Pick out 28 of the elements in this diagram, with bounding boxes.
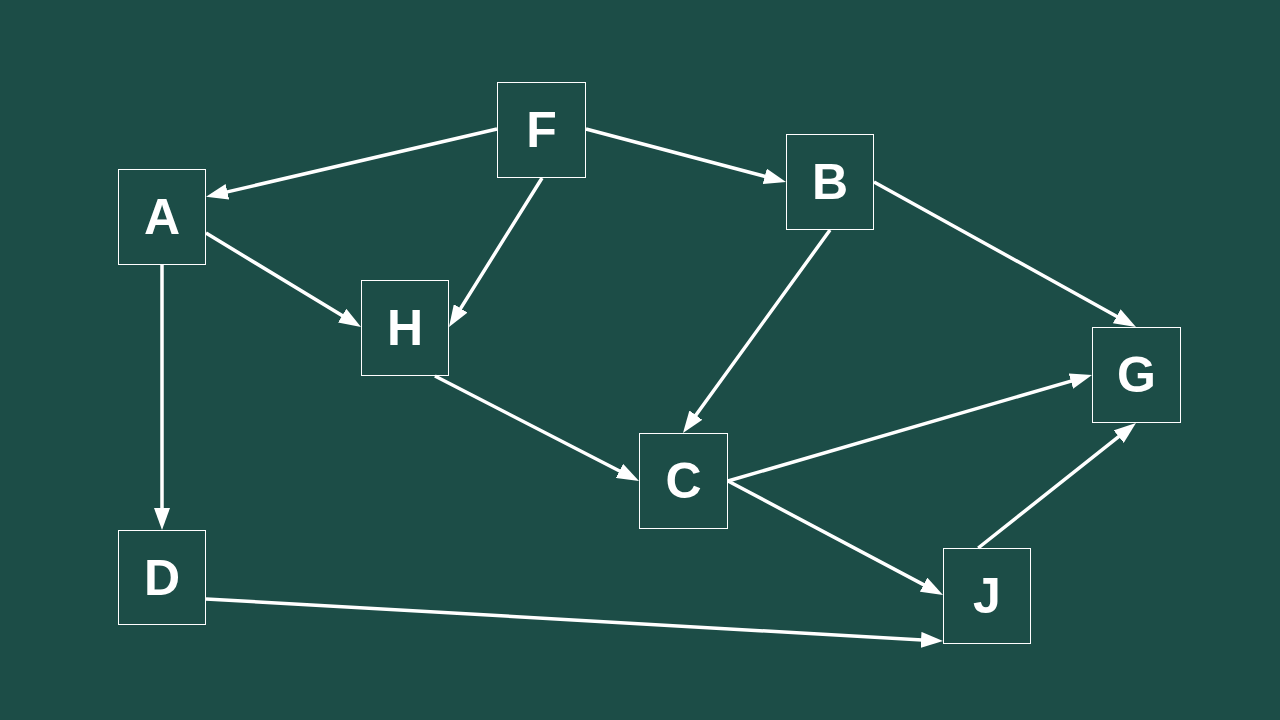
arrow	[205, 597, 944, 648]
arrow	[681, 228, 832, 435]
arrow	[585, 127, 787, 185]
arrow	[205, 231, 362, 329]
node-label: A	[143, 192, 181, 242]
node-box	[118, 530, 206, 625]
arrow	[873, 180, 1137, 329]
arrow	[727, 479, 944, 597]
arrow	[977, 421, 1138, 550]
node-box	[1092, 327, 1181, 423]
node-box	[497, 82, 586, 178]
node-box	[943, 548, 1031, 644]
arrow	[154, 265, 170, 530]
node-label: C	[665, 456, 702, 506]
node-box	[786, 134, 874, 230]
node-label: B	[811, 157, 849, 207]
node-box	[639, 433, 728, 529]
node-box	[118, 169, 206, 265]
arrow	[434, 374, 640, 483]
arrow	[447, 177, 544, 328]
node-label: J	[973, 571, 1001, 621]
node-label: F	[526, 105, 557, 155]
arrow	[205, 127, 498, 200]
arrow	[727, 373, 1093, 483]
node-box	[361, 280, 449, 376]
node-label: H	[386, 303, 424, 353]
node-label: D	[143, 552, 181, 603]
node-label: G	[1117, 350, 1156, 400]
